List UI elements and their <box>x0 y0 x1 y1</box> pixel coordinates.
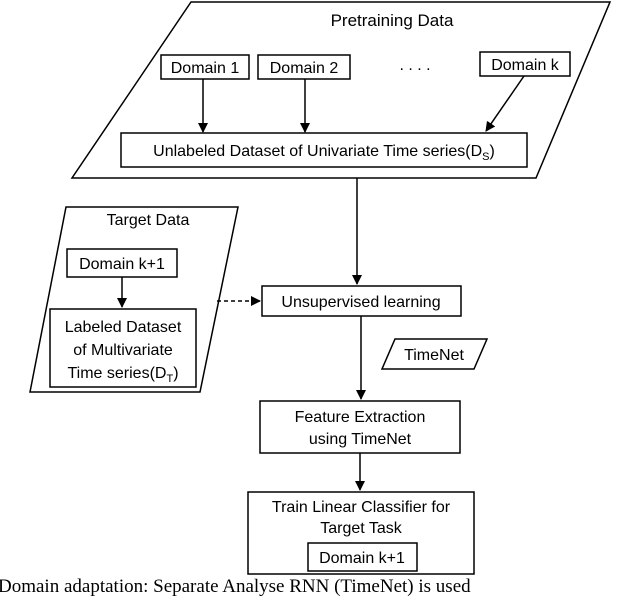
feature-extraction-line2: using TimeNet <box>309 431 412 448</box>
pretraining-title: Pretraining Data <box>331 11 454 30</box>
train-domain-box <box>307 542 418 572</box>
timenet-label: TimeNet <box>404 347 464 364</box>
domain-1-box <box>160 54 250 80</box>
target-title: Target Data <box>107 212 190 229</box>
unlabeled-dataset-box <box>120 132 528 168</box>
target-domain-box <box>66 248 178 278</box>
train-classifier-line1: Train Linear Classifier for <box>272 499 451 516</box>
target-domain-label: Domain k+1 <box>79 256 165 273</box>
labeled-dataset-box <box>49 308 197 388</box>
unsupervised-learning-box <box>261 285 462 317</box>
feature-extraction-line1: Feature Extraction <box>295 409 426 426</box>
labeled-dataset-line3: Time series(DT) <box>67 365 178 385</box>
domain-2-box <box>257 54 351 80</box>
arrow-domaink-to-dataset <box>485 75 525 132</box>
domain-1-label: Domain 1 <box>171 60 240 77</box>
labeled-dataset-line1: Labeled Dataset <box>65 319 182 336</box>
timenet-shape <box>380 338 489 370</box>
unsupervised-learning-label: Unsupervised learning <box>281 294 440 311</box>
domain-k-label: Domain k <box>491 57 560 74</box>
domain-ellipsis: . . . . <box>399 57 430 74</box>
train-classifier-line2: Target Task <box>320 520 403 537</box>
unlabeled-dataset-label: Unlabeled Dataset of Univariate Time ser… <box>153 143 495 163</box>
feature-extraction-box <box>259 400 461 454</box>
domain-k-box <box>479 51 571 77</box>
train-domain-label: Domain k+1 <box>319 550 405 567</box>
flow-diagram: Pretraining Data Domain 1 Domain 2 . . .… <box>29 1 612 575</box>
figure-caption: Domain adaptation: Separate Analyse RNN … <box>0 576 471 597</box>
domain-2-label: Domain 2 <box>270 60 339 77</box>
labeled-dataset-line2: of Multivariate <box>73 342 173 359</box>
